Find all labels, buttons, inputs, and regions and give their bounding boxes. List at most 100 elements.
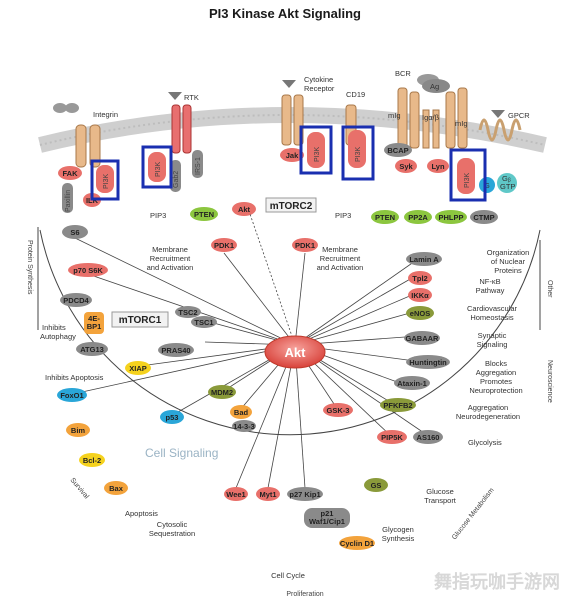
inhibits-apoptosis: Inhibits Apoptosis bbox=[45, 373, 104, 382]
mtorc1-label: mTORC1 bbox=[119, 315, 162, 326]
ia-2: Autophagy bbox=[40, 332, 76, 341]
tsc1-label: TSC1 bbox=[194, 318, 213, 327]
nu-1: Organization bbox=[487, 248, 530, 257]
sy-1: Synaptic bbox=[478, 331, 507, 340]
mig-label-2: mIg bbox=[455, 119, 468, 128]
akt-central-label: Akt bbox=[285, 345, 307, 360]
akt-edges bbox=[74, 213, 431, 489]
protein-synthesis-label: Protein Synthesis bbox=[26, 240, 33, 295]
1433-label: 14-3-3 bbox=[233, 422, 255, 431]
myt1-label: Myt1 bbox=[259, 490, 276, 499]
highlight-box-cd19 bbox=[341, 125, 375, 181]
nu-3: Proteins bbox=[494, 266, 522, 275]
sy-2: Signaling bbox=[477, 340, 508, 349]
pi3k-integrin-label: PI3K bbox=[103, 173, 110, 189]
pdcd4-label: PDCD4 bbox=[63, 296, 89, 305]
pp2a-label: PP2A bbox=[408, 213, 428, 222]
bax-label: Bax bbox=[109, 484, 124, 493]
irs1-label: IRS-1 bbox=[195, 157, 202, 175]
nu-2: of Nuclear bbox=[491, 257, 526, 266]
gpcr-label: GPCR bbox=[508, 111, 530, 120]
ctmp-label: CTMP bbox=[473, 213, 494, 222]
lyn-label: Lyn bbox=[431, 162, 444, 171]
rtk-label: RTK bbox=[184, 93, 199, 102]
fak-label: FAK bbox=[63, 169, 79, 178]
ia-1: Inhibits bbox=[42, 323, 66, 332]
mdm2-label: MDM2 bbox=[211, 388, 233, 397]
cd19-label: CD19 bbox=[346, 90, 365, 99]
tsc2-label: TSC2 bbox=[178, 308, 197, 317]
ggtp-l1: Gᵦ bbox=[502, 174, 511, 183]
cs-1: Cytosolic bbox=[157, 520, 188, 529]
ggtp-l2: GTP bbox=[500, 182, 515, 191]
highlight-box-integrin bbox=[90, 159, 120, 201]
bcap-label: BCAP bbox=[387, 146, 408, 155]
pten-left-label: PTEN bbox=[194, 210, 214, 219]
4ebp1-l1: 4E- bbox=[88, 314, 100, 323]
gly-1: Glycogen bbox=[382, 525, 414, 534]
paxillin-label: Paxillin bbox=[65, 190, 72, 212]
pip3-left: PIP3 bbox=[150, 211, 166, 220]
akt-small-label: Akt bbox=[238, 205, 251, 214]
gabaar-label: GABAAR bbox=[406, 334, 439, 343]
cell-boundary bbox=[37, 227, 541, 436]
pten-right-label: PTEN bbox=[375, 213, 395, 222]
an-2: Neurodegeneration bbox=[456, 412, 520, 421]
mrr-1: Membrane bbox=[322, 245, 358, 254]
pi3k-rtk-label: PI3K bbox=[155, 161, 162, 177]
site-stamp: 舞指玩咖手游网 bbox=[434, 571, 560, 592]
bcr-receptor: Ag BCR mIg Igα/β mIg bbox=[388, 69, 468, 149]
igab-label: Igα/β bbox=[422, 113, 440, 122]
gly-2: Synthesis bbox=[382, 534, 415, 543]
s6-label: S6 bbox=[70, 228, 79, 237]
glycolysis-label: Glycolysis bbox=[468, 438, 502, 447]
membrane-proteins: FAK Paxillin ILK PI3K PI3K Gab2 IRS-1 Ja… bbox=[58, 130, 475, 213]
bl-1: Blocks bbox=[485, 359, 507, 368]
ag-label: Ag bbox=[430, 82, 439, 91]
jak-label: Jak bbox=[286, 151, 299, 160]
mtorc2-label: mTORC2 bbox=[270, 201, 313, 212]
gs-label: GS bbox=[371, 481, 382, 490]
upstream-regulators: PIP3 PTEN Akt mTORC2 PIP3 PTEN PP2A PHLP… bbox=[147, 197, 498, 272]
cv-2: Homeostasis bbox=[470, 313, 514, 322]
tpl2-label: Tpl2 bbox=[412, 274, 427, 283]
proliferation-label: Proliferation bbox=[286, 591, 323, 598]
cell-cycle-label: Cell Cycle bbox=[271, 571, 305, 580]
p21-l2: Waf1/Cip1 bbox=[309, 517, 345, 526]
foxo1-label: FoxO1 bbox=[60, 391, 83, 400]
apoptosis-label: Apoptosis bbox=[125, 509, 158, 518]
ataxin-label: Ataxin-1 bbox=[397, 379, 427, 388]
nf-2: Pathway bbox=[476, 286, 505, 295]
gt-2: Transport bbox=[424, 496, 457, 505]
integrin-label: Integrin bbox=[93, 110, 118, 119]
an-1: Aggregation bbox=[468, 403, 508, 412]
bcr-label: BCR bbox=[395, 69, 411, 78]
akt-central-node bbox=[264, 335, 326, 369]
pi3k-cd19-label: PI3K bbox=[355, 146, 362, 162]
bl-2: Aggregation bbox=[476, 368, 516, 377]
mtorc1-box bbox=[111, 311, 169, 328]
gt-1: Glucose bbox=[426, 487, 454, 496]
mig-label-1: mIg bbox=[388, 111, 401, 120]
nf-1: NF-κB bbox=[479, 277, 500, 286]
highlight-box-rtk bbox=[141, 145, 173, 189]
4ebp1-l2: BP1 bbox=[87, 322, 102, 331]
highlight-box-gpcr bbox=[449, 148, 487, 202]
pdk1-right-label: PDK1 bbox=[295, 241, 315, 250]
bim-label: Bim bbox=[71, 426, 86, 435]
pip5k-label: PIP5K bbox=[381, 433, 403, 442]
